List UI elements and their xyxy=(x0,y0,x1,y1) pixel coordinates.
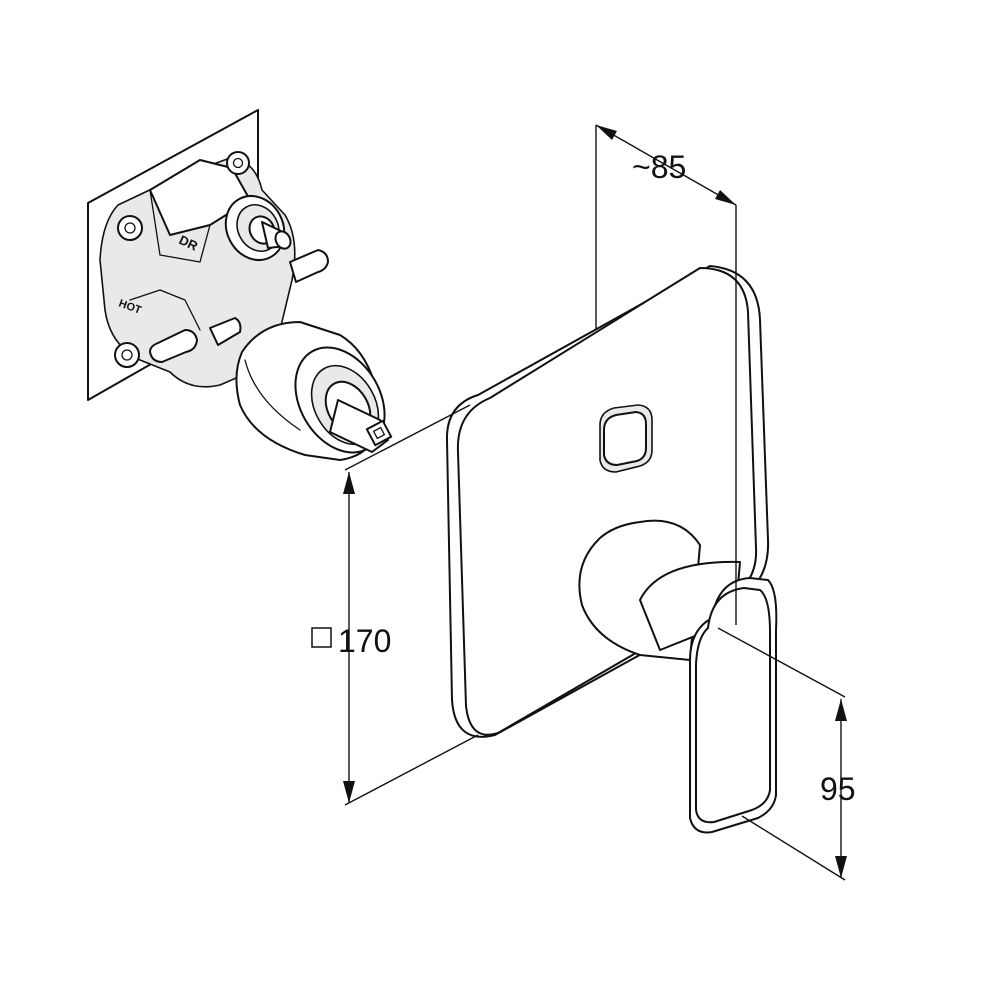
square-symbol-icon xyxy=(311,627,332,648)
dimension-depth xyxy=(595,124,737,625)
diverter-cartridge xyxy=(224,195,292,261)
dimension-plate xyxy=(343,404,479,806)
dimension-depth-label: ~85 xyxy=(632,149,686,185)
dimension-lever xyxy=(717,627,847,881)
dimension-plate-label: 170 xyxy=(338,623,391,659)
valve-label-top: DR xyxy=(177,232,201,254)
dimension-lever-label: 95 xyxy=(820,771,856,807)
mixing-cartridge xyxy=(235,321,393,461)
diverter-button xyxy=(599,404,653,473)
